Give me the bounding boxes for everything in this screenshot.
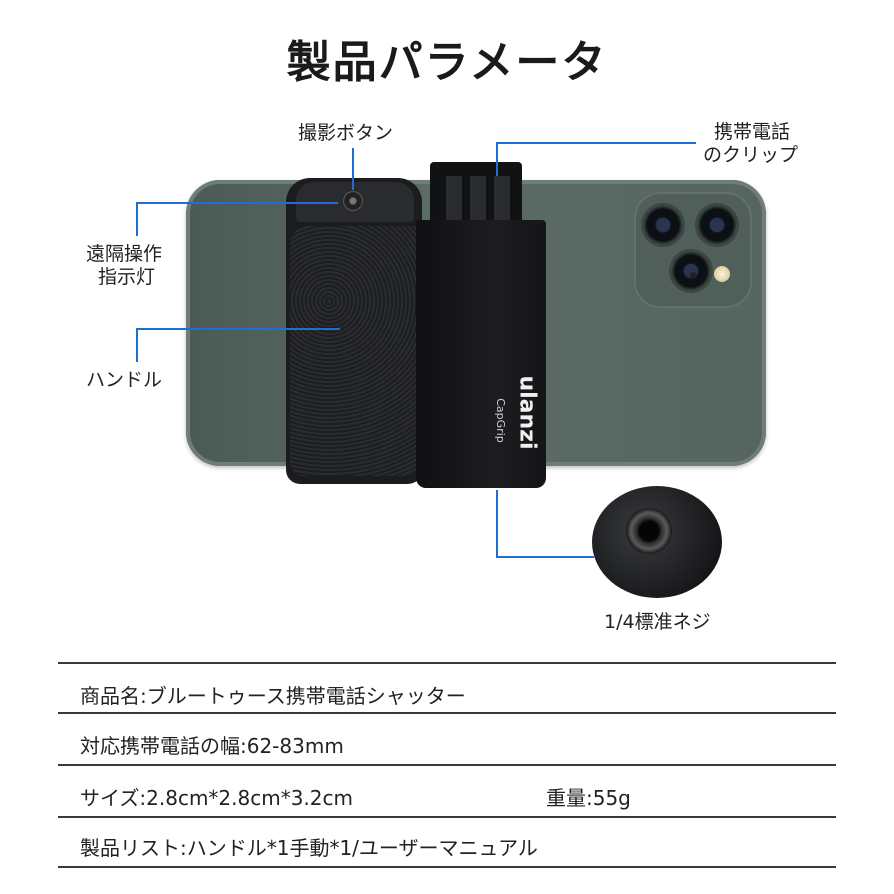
screw-hole-icon [626,508,672,554]
clip-rib [446,176,462,220]
spec-size: サイズ:2.8cm*2.8cm*3.2cm [80,786,353,810]
leather-texture [290,226,420,476]
callout-line [496,556,594,558]
callout-line [136,202,138,236]
callout-phone-clip-2: のクリップ [703,144,799,166]
table-rule [58,816,836,818]
callout-line [136,328,340,330]
brand-logo: ulanzi [514,375,540,450]
camera-lens-icon [672,252,710,290]
table-rule [58,866,836,868]
camera-lens-icon [644,206,682,244]
callout-shutter-button: 撮影ボタン [298,122,394,144]
camera-lens-icon [698,206,736,244]
callout-handle: ハンドル [86,369,163,391]
flash-icon [714,266,730,282]
table-rule [58,662,836,664]
callout-remote-light-1: 遠隔操作 [86,243,163,265]
spec-phone-width: 対応携帯電話の幅:62-83mm [80,734,344,758]
clip-rib [470,176,486,220]
table-rule [58,712,836,714]
callout-phone-clip-1: 携帯電話 [714,121,791,143]
microphone-hole [690,272,697,279]
callout-line [352,148,354,190]
shutter-button-icon [343,191,363,211]
table-rule [58,764,836,766]
callout-screw: 1/4標准ネジ [604,611,711,633]
model-label: CapGrip [493,398,507,443]
callout-line [496,142,696,144]
callout-line [496,142,498,176]
spec-weight: 重量:55g [546,786,631,810]
page-title: 製品パラメータ [286,37,608,88]
phone-clip-body [416,220,546,488]
callout-line [496,490,498,558]
spec-product-name: 商品名:ブルートゥース携帯電話シャッター [80,684,466,708]
clip-rib [494,176,510,220]
callout-line [136,202,338,204]
callout-remote-light-2: 指示灯 [98,266,156,288]
callout-line [136,328,138,362]
spec-package: 製品リスト:ハンドル*1手動*1/ユーザーマニュアル [80,836,538,860]
